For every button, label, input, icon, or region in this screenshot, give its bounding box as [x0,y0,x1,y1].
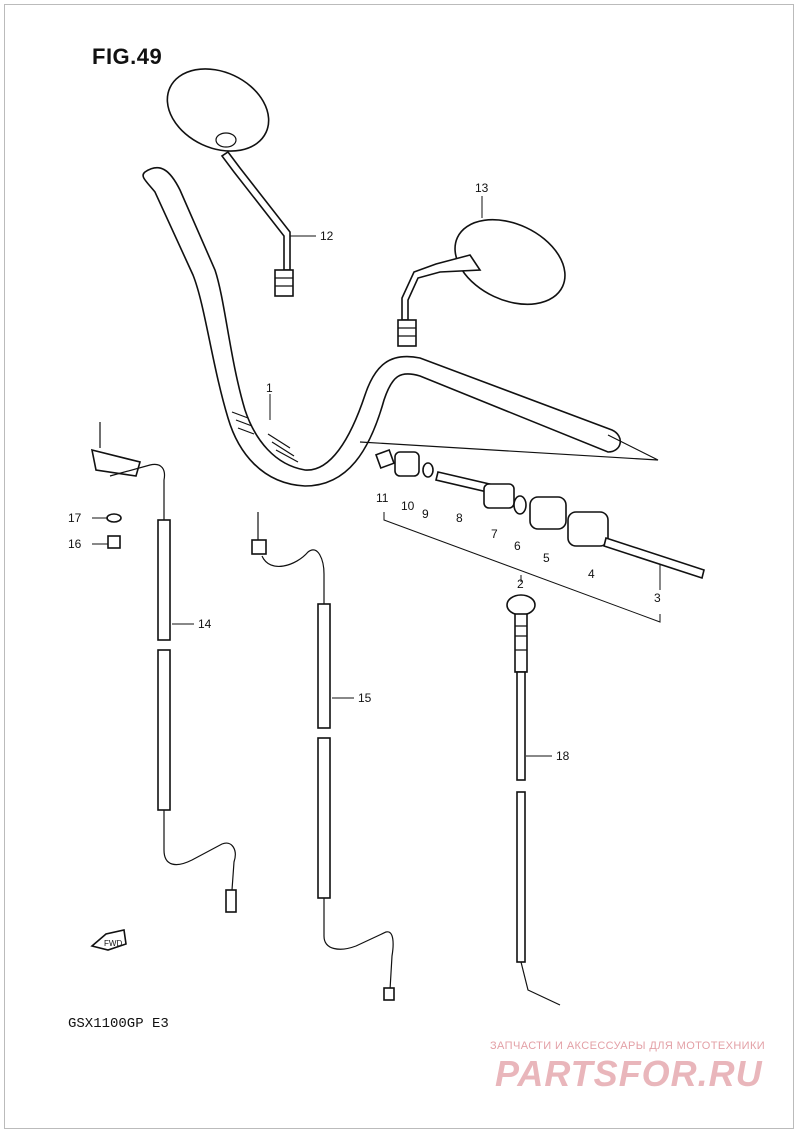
left-mirror [166,68,294,297]
throttle-cable-15 [251,512,395,1001]
throttle-cable-14 [90,422,237,913]
screws [106,513,122,549]
callout-13: 13 [475,181,489,195]
callout-15: 15 [358,691,372,705]
callout-12: 12 [320,229,334,243]
callout-9: 9 [422,507,429,521]
exploded-bracket [359,434,661,623]
choke-cable [506,594,561,1006]
handlebar [142,166,621,487]
model-code: GSX1100GP E3 [68,1016,169,1032]
callout-17: 17 [68,511,82,525]
callout-3: 3 [654,591,661,605]
callout-2: 2 [517,577,524,591]
watermark-tagline: ЗАПЧАСТИ И АКСЕССУАРЫ ДЛЯ МОТОТЕХНИКИ [490,1040,766,1052]
callout-1: 1 [266,381,273,395]
right-mirror [397,218,566,347]
callout-18: 18 [556,749,570,763]
callout-labels: 1 2 3 4 5 6 7 8 9 10 11 12 13 14 15 16 1… [68,181,661,763]
figure-title: FIG.49 [92,44,163,69]
callout-16: 16 [68,537,82,551]
callout-7: 7 [491,527,498,541]
callout-14: 14 [198,617,212,631]
fwd-arrow: FWD [90,929,127,951]
callout-leaders [92,196,661,757]
callout-11: 11 [376,491,389,505]
callout-8: 8 [456,511,463,525]
fwd-label: FWD [104,939,122,948]
callout-6: 6 [514,539,521,553]
callout-10: 10 [401,499,415,513]
callout-4: 4 [588,567,595,581]
watermark-logo: PARTSFOR.RU [495,1053,763,1094]
callout-5: 5 [543,551,550,565]
exploded-parts [375,449,705,580]
